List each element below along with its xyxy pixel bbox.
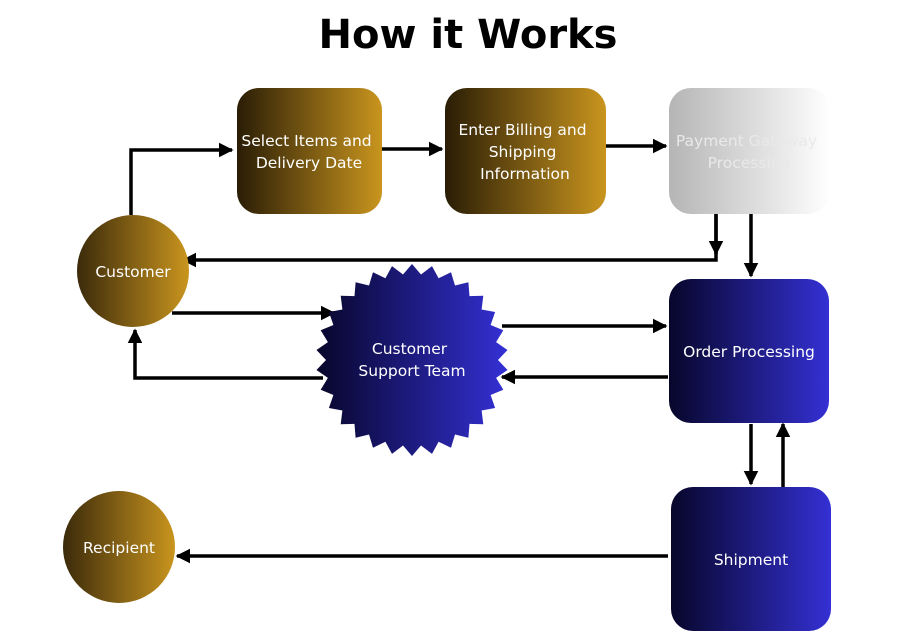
svg-text:Customer Support Team: Customer Support Team	[358, 340, 465, 380]
diagram-title: How it Works	[319, 12, 618, 58]
node-order-processing: Order Processing	[669, 279, 829, 423]
node-billing: Enter Billing and Shipping Information	[445, 88, 606, 214]
node-payment: Payment Gateway Processing	[669, 88, 830, 214]
shipment-label: Shipment	[714, 551, 788, 569]
support-label-line2: Support Team	[358, 362, 465, 380]
node-support-team: Customer Support Team	[316, 264, 508, 456]
support-label-line1: Customer	[372, 340, 448, 358]
node-customer: Customer	[77, 215, 189, 327]
node-select-items: Select Items and Delivery Date	[237, 88, 382, 214]
customer-circle	[77, 215, 189, 327]
arrow-payment-to-customer	[181, 214, 718, 268]
billing-label-line1: Enter Billing and	[458, 121, 586, 139]
billing-label-line3: Information	[480, 165, 570, 183]
payment-label-line2: Processing	[708, 154, 791, 172]
select-items-label-line1: Select Items and	[241, 132, 371, 150]
connectors	[127, 138, 791, 564]
payment-box	[669, 88, 830, 214]
arrow-support-to-customer	[127, 328, 323, 380]
select-items-box	[237, 88, 382, 214]
select-items-label-line2: Delivery Date	[256, 154, 362, 172]
order-box	[669, 279, 829, 423]
payment-label-line1: Payment Gateway	[676, 132, 817, 150]
node-recipient: Recipient	[63, 491, 175, 603]
arrow-customer-to-select-items	[129, 142, 234, 215]
svg-text:Select Items and Deliver: Select Items and Delivery Date	[241, 132, 376, 172]
node-shipment: Shipment	[671, 487, 831, 631]
support-starburst	[316, 264, 508, 456]
billing-box	[445, 88, 606, 214]
customer-label: Customer	[95, 263, 171, 281]
svg-text:Payment Gateway Processi: Payment Gateway Processing	[676, 132, 822, 172]
recipient-circle	[63, 491, 175, 603]
svg-text:Enter Billing and Shippi: Enter Billing and Shipping Information	[458, 121, 591, 183]
shipment-box	[671, 487, 831, 631]
recipient-label: Recipient	[83, 539, 155, 557]
billing-label-line2: Shipping	[489, 143, 557, 161]
order-label: Order Processing	[683, 343, 815, 361]
